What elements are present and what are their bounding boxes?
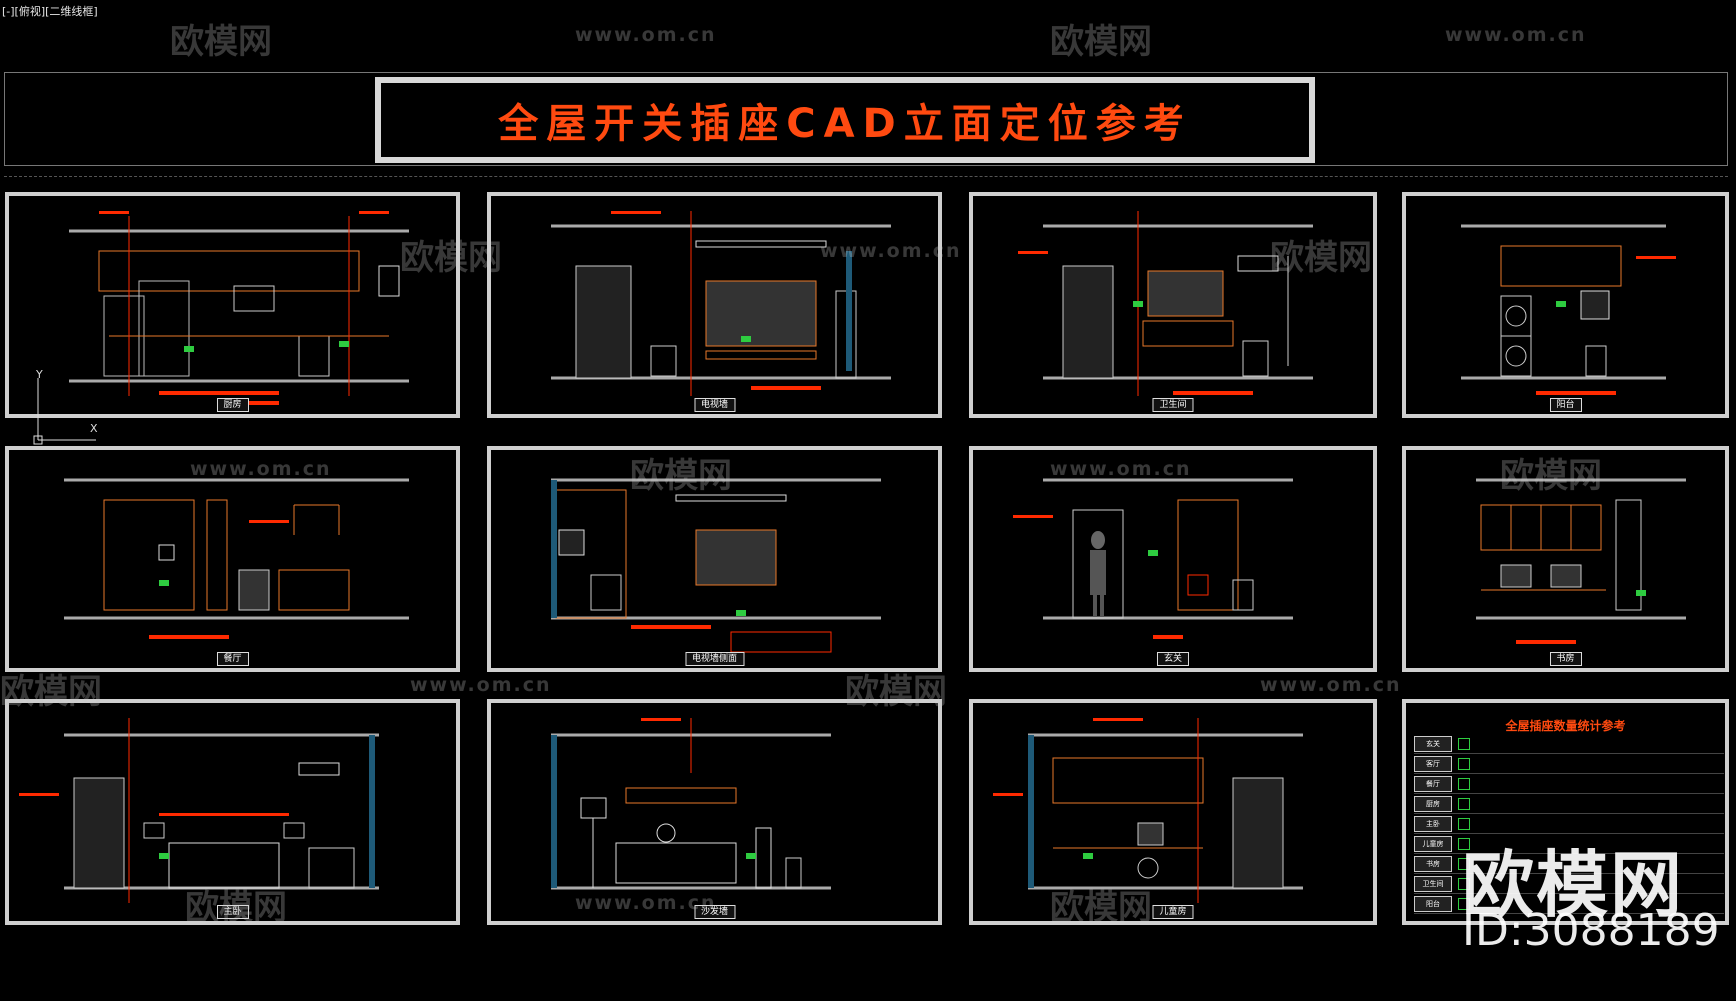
kitchen-elevation-drawing xyxy=(69,211,409,405)
socket-symbol-icon xyxy=(1458,758,1470,770)
stats-row: 客厅 xyxy=(1414,755,1724,774)
sheet-label: 餐厅 xyxy=(216,652,249,666)
title-banner xyxy=(4,72,1728,166)
socket-symbol-icon xyxy=(1458,838,1470,850)
watermark-url: www.om.cn xyxy=(1445,24,1587,46)
stats-room: 餐厅 xyxy=(1414,776,1452,792)
stats-row: 卫生间 xyxy=(1414,875,1724,894)
socket-symbol-icon xyxy=(1458,858,1470,870)
stats-room: 玄关 xyxy=(1414,736,1452,752)
stats-room: 客厅 xyxy=(1414,756,1452,772)
title-frame: 全屋开关插座CAD立面定位参考 xyxy=(375,77,1315,163)
watermark-logo: 欧模网 xyxy=(1050,22,1152,62)
stats-room: 儿童房 xyxy=(1414,836,1452,852)
sheet-label: 卫生间 xyxy=(1152,398,1194,412)
sheet-label: 儿童房 xyxy=(1152,905,1194,919)
stats-row: 餐厅 xyxy=(1414,775,1724,794)
tv-wall-side-elevation-drawing xyxy=(551,478,881,653)
viewport-label[interactable]: [-][俯视][二维线框] xyxy=(2,5,98,18)
sheet-label: 阳台 xyxy=(1549,398,1582,412)
sheet-label: 玄关 xyxy=(1156,652,1190,666)
watermark-url: www.om.cn xyxy=(410,674,552,696)
socket-symbol-icon xyxy=(1458,778,1470,790)
study-elevation-drawing xyxy=(1476,478,1686,644)
sheet-balcony[interactable]: 阳台 xyxy=(1402,192,1729,418)
watermark-url: www.om.cn xyxy=(1260,674,1402,696)
sheet-tv-wall-side[interactable]: 电视墙侧面 xyxy=(487,446,942,672)
sheet-sofa-wall[interactable]: 沙发墙 xyxy=(487,699,942,925)
sheet-kitchen[interactable]: 厨房 xyxy=(5,192,460,418)
stats-title: 全屋插座数量统计参考 xyxy=(1505,719,1626,733)
stats-row: 书房 xyxy=(1414,855,1724,874)
stats-row: 厨房 xyxy=(1414,795,1724,814)
sheet-label: 沙发墙 xyxy=(693,905,736,919)
sheet-dining[interactable]: 餐厅 xyxy=(5,446,460,672)
sheet-label: 电视墙侧面 xyxy=(684,652,745,666)
sheet-study[interactable]: 书房 xyxy=(1402,446,1729,672)
stats-row: 主卧 xyxy=(1414,815,1724,834)
dining-elevation-drawing xyxy=(64,478,409,639)
ucs-x-label: X xyxy=(90,422,98,435)
sheet-bathroom[interactable]: 卫生间 xyxy=(969,192,1377,418)
sheet-kids-room[interactable]: 儿童房 xyxy=(969,699,1377,925)
kids-room-elevation-drawing xyxy=(993,718,1303,903)
sofa-wall-elevation-drawing xyxy=(551,718,831,890)
overlay-logo: 欧模网 xyxy=(1462,843,1685,927)
stats-room: 阳台 xyxy=(1414,896,1452,912)
master-bedroom-elevation-drawing xyxy=(19,718,379,903)
dashed-divider xyxy=(4,176,1728,177)
tv-wall-elevation-drawing xyxy=(551,211,891,396)
stats-row: 儿童房 xyxy=(1414,835,1724,854)
sheet-master-bedroom[interactable]: 主卧 xyxy=(5,699,460,925)
watermark-logo: 欧模网 xyxy=(170,22,272,62)
balcony-elevation-drawing xyxy=(1461,224,1676,395)
stats-room: 主卧 xyxy=(1414,816,1452,832)
sheet-socket-stats[interactable]: 全屋插座数量统计参考 玄关 客厅 餐厅 厨房 主卧 儿童房 书房 卫生间 阳台 xyxy=(1402,699,1729,925)
sheet-label: 主卧 xyxy=(216,905,249,919)
overlay-id: ID:3088189 xyxy=(1462,905,1720,956)
sheet-label: 电视墙 xyxy=(693,398,736,412)
stats-row: 玄关 xyxy=(1414,735,1724,754)
socket-symbol-icon xyxy=(1458,898,1470,910)
entrance-elevation-drawing xyxy=(1013,478,1293,639)
drawing-title: 全屋开关插座CAD立面定位参考 xyxy=(498,101,1192,147)
watermark-url: www.om.cn xyxy=(575,24,717,46)
sheet-entrance[interactable]: 玄关 xyxy=(969,446,1377,672)
socket-symbol-icon xyxy=(1458,738,1470,750)
sheet-label: 书房 xyxy=(1549,652,1582,666)
stats-row: 阳台 xyxy=(1414,895,1724,914)
stats-room: 卫生间 xyxy=(1414,876,1452,892)
ucs-axis-icon: Y X xyxy=(33,370,98,445)
ucs-y-label: Y xyxy=(35,370,43,381)
sheet-label: 厨房 xyxy=(216,398,249,412)
bathroom-elevation-drawing xyxy=(1018,211,1313,396)
sheet-tv-wall[interactable]: 电视墙 xyxy=(487,192,942,418)
socket-symbol-icon xyxy=(1458,798,1470,810)
socket-symbol-icon xyxy=(1458,818,1470,830)
stats-room: 厨房 xyxy=(1414,796,1452,812)
stats-room: 书房 xyxy=(1414,856,1452,872)
socket-symbol-icon xyxy=(1458,878,1470,890)
